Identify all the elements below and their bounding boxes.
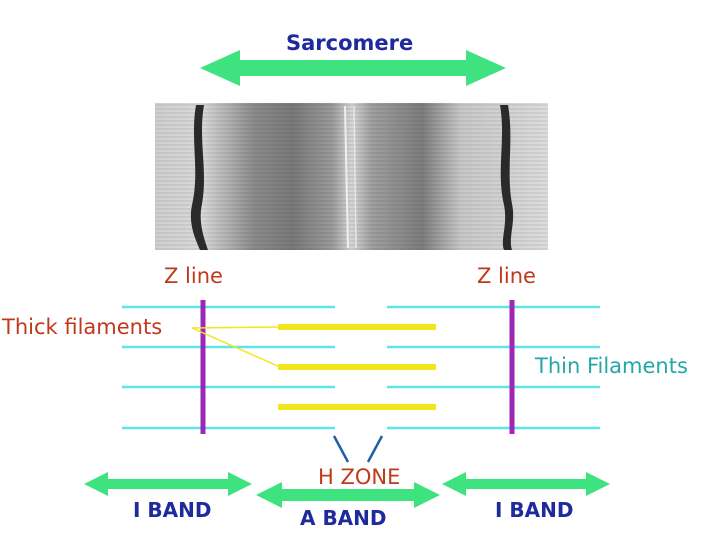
thin-filaments-label: Thin Filaments [535,354,688,378]
a-band-label: A BAND [300,506,387,530]
sarcomere-arrow [200,50,506,86]
a-band-arrow [256,482,440,508]
i-band-right-label: I BAND [495,498,574,522]
thin-filaments-left [122,305,335,430]
i-band-right-arrow [442,472,610,496]
thick-filaments-pointers [191,326,281,368]
z-line-right-label: Z line [477,264,536,288]
i-band-left-arrow [84,472,252,496]
thick-filaments [278,324,436,410]
h-zone-markers [332,435,384,463]
thin-filaments-right [387,305,600,430]
h-zone-label: H ZONE [318,465,401,489]
i-band-left-label: I BAND [133,498,212,522]
z-line-left-label: Z line [164,264,223,288]
sarcomere-title: Sarcomere [286,31,414,55]
micrograph-image [155,103,548,250]
thick-filaments-label: Thick filaments [2,315,163,339]
